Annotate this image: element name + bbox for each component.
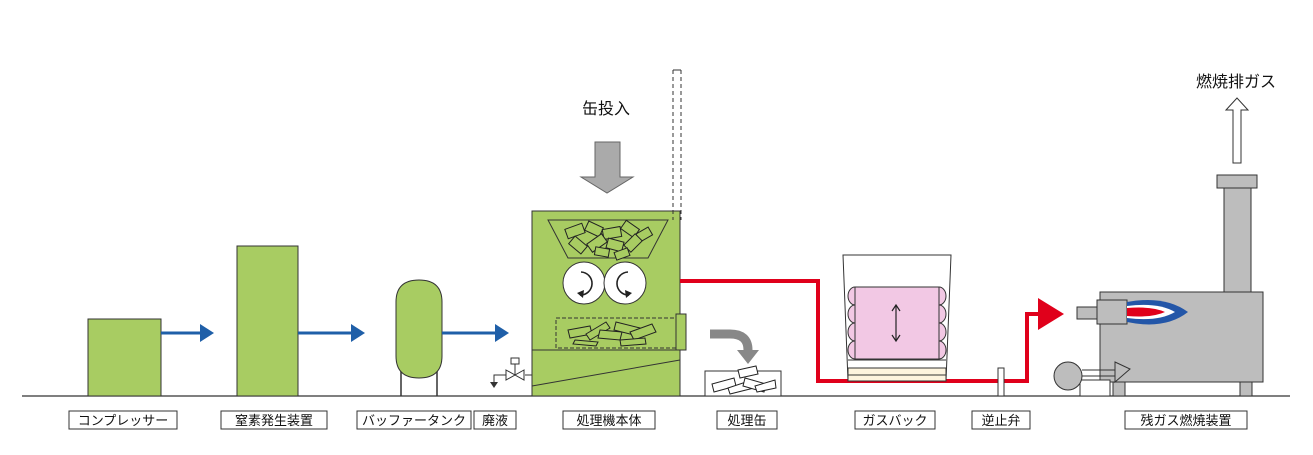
buffer-tank [395, 279, 443, 396]
label-check-valve: 逆止弁 [971, 410, 1031, 430]
gas-bag [842, 254, 952, 382]
svg-text:コンプレッサー: コンプレッサー [78, 414, 169, 429]
label-processed-cans: 処理缶 [716, 410, 778, 430]
nitrogen-generator [236, 245, 299, 397]
svg-text:廃液: 廃液 [482, 413, 508, 429]
drain-valve [490, 357, 532, 388]
cans-in-hopper [564, 219, 654, 261]
processed-cans-arrow [710, 329, 759, 364]
svg-text:バッファータンク: バッファータンク [362, 414, 466, 429]
blower-icon [1053, 361, 1131, 397]
flow-arrow-2 [298, 324, 365, 342]
crusher-roller-right [603, 261, 647, 305]
exhaust-arrow [1224, 97, 1250, 164]
label-processor: 処理機本体 [562, 410, 656, 430]
svg-text:窒素発生装置: 窒素発生装置 [235, 413, 313, 429]
flame-icon [1127, 299, 1188, 325]
label-buffer-tank: バッファータンク [356, 410, 472, 430]
label-waste-liquid: 廃液 [473, 410, 517, 430]
flow-arrow-1 [161, 324, 214, 342]
gas-bag-expand-icon [891, 303, 901, 343]
combustion-exhaust-annotation: 燃焼排ガス [1196, 72, 1276, 91]
can-input-arrow [579, 141, 635, 194]
svg-text:処理機本体: 処理機本体 [576, 414, 641, 429]
processed-cans-bin [704, 365, 782, 397]
residual-gas-burner [1076, 174, 1264, 397]
flow-arrow-3 [442, 324, 509, 342]
svg-text:残ガス燃焼装置: 残ガス燃焼装置 [1140, 413, 1231, 429]
shredded-cans [567, 321, 657, 347]
svg-text:ガスバック: ガスバック [862, 414, 927, 429]
svg-text:処理缶: 処理缶 [727, 414, 766, 429]
label-compressor: コンプレッサー [68, 410, 178, 430]
label-nitrogen-generator: 窒素発生装置 [220, 410, 328, 430]
label-residual-gas-burner: 残ガス燃焼装置 [1124, 410, 1248, 430]
crusher-roller-left [562, 261, 606, 305]
svg-text:逆止弁: 逆止弁 [981, 413, 1020, 429]
can-input-annotation: 缶投入 [582, 99, 630, 118]
check-valve [997, 367, 1005, 397]
label-gas-bag: ガスバック [854, 410, 936, 430]
compressor [87, 318, 162, 397]
